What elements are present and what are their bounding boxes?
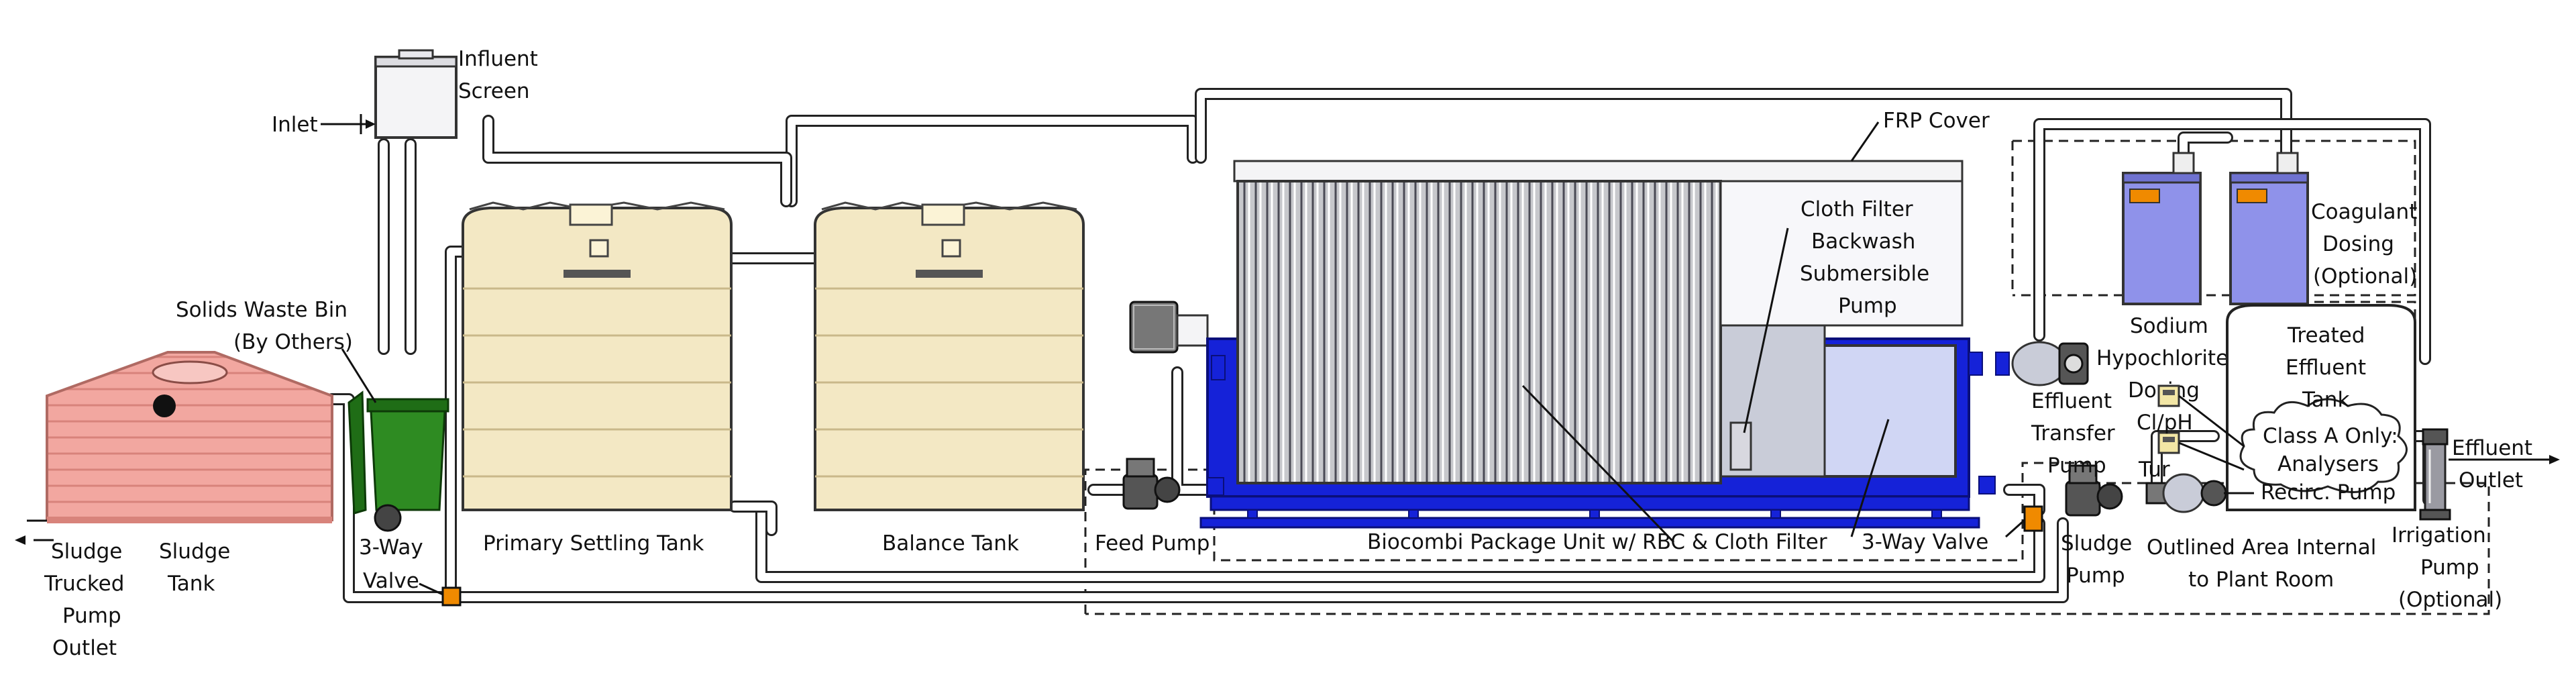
- cloth-filter-pump-label: Submersible: [1800, 262, 1929, 286]
- valve-icon[interactable]: [2023, 505, 2043, 532]
- outlet-arrow-icon: [15, 519, 54, 545]
- sludge-trucked-label: Trucked: [44, 572, 124, 596]
- treated-effluent-label: Effluent: [2286, 356, 2366, 380]
- coagulant-dosing-label: Dosing: [2322, 232, 2394, 256]
- irrigation-pump-icon[interactable]: [2419, 428, 2451, 521]
- treated-effluent-tank[interactable]: [2226, 304, 2416, 511]
- coagulant-dosing-label: (Optional): [2313, 264, 2417, 289]
- irrigation-pump-label: (Optional): [2398, 588, 2502, 612]
- sludge-trucked-label: Sludge: [51, 539, 122, 564]
- treated-effluent-label: Treated: [2287, 323, 2365, 348]
- sludge-pump-icon[interactable]: [2065, 464, 2123, 517]
- cloth-filter-pump-label: Backwash: [1811, 229, 1915, 254]
- coagulant-dosing-tank[interactable]: [2229, 152, 2309, 305]
- solids-bin-label: Solids Waste Bin: [176, 298, 347, 322]
- coagulant-dosing-label: Coagulant: [2311, 200, 2417, 224]
- balance-tank[interactable]: [814, 201, 1085, 511]
- class-a-label: Recirc. Pump: [2261, 480, 2396, 505]
- sludge-tank-label: Tank: [167, 572, 215, 596]
- outlined-area-label: Outlined Area Internal: [2147, 535, 2376, 560]
- influent-screen-label: Screen: [458, 79, 530, 103]
- primary-settling-tank[interactable]: [462, 201, 733, 511]
- tur-label: Tur: [2138, 458, 2170, 482]
- effluent-outlet-label: Effluent: [2452, 436, 2532, 460]
- effluent-transfer-pump-label: Pump: [2047, 454, 2106, 478]
- effluent-transfer-pump-icon[interactable]: [1995, 341, 2089, 386]
- three-way-valve-right-label: 3-Way Valve: [1862, 530, 1988, 554]
- effluent-transfer-pump-label: Transfer: [2031, 421, 2115, 446]
- outlined-area-label: to Plant Room: [2188, 568, 2334, 592]
- outlet-arrow-icon: [2449, 455, 2560, 464]
- cloth-filter-pump-label: Pump: [1838, 294, 1897, 318]
- sludge-pump-label: Pump: [2066, 564, 2125, 588]
- sodium-hypochlorite-dosing-tank[interactable]: [2122, 152, 2202, 305]
- fan-blower-icon: [1129, 301, 1209, 354]
- analyser-icon[interactable]: [2157, 384, 2245, 471]
- effluent-outlet-label: Outlet: [2459, 468, 2523, 492]
- frp-cover-label: FRP Cover: [1883, 109, 1990, 133]
- sludge-pump-label: Sludge: [2061, 531, 2132, 556]
- biocombi-unit-label: Biocombi Package Unit w/ RBC & Cloth Fil…: [1367, 530, 1827, 554]
- cloth-filter-pump-label: Cloth Filter: [1801, 197, 1913, 221]
- three-way-valve-left-label: 3-Way: [359, 535, 423, 560]
- sludge-trucked-label: Pump: [62, 604, 121, 628]
- inlet-label: Inlet: [272, 113, 318, 137]
- irrigation-pump-label: Irrigation: [2392, 523, 2486, 547]
- class-a-label: Analysers: [2277, 452, 2379, 476]
- inlet-arrow-icon: [321, 114, 376, 134]
- biocombi-package-unit[interactable]: [1129, 160, 1996, 529]
- solids-waste-bin[interactable]: [347, 390, 449, 532]
- sludge-tank[interactable]: [46, 351, 333, 523]
- cl-ph-label: Cl/pH: [2137, 411, 2193, 435]
- effluent-transfer-pump-label: Effluent: [2031, 389, 2112, 413]
- influent-screen-label: Influent: [458, 47, 538, 71]
- irrigation-pump-label: Pump: [2420, 556, 2479, 580]
- sodium-hypochlorite-label: Sodium: [2130, 314, 2208, 338]
- solids-bin-label: (By Others): [233, 330, 353, 354]
- feed-pump-icon[interactable]: [1122, 458, 1181, 510]
- influent-screen[interactable]: [374, 49, 458, 139]
- sludge-tank-label: Sludge: [159, 539, 230, 564]
- pipework: [326, 88, 2434, 603]
- sodium-hypochlorite-label: Hypochlorite: [2096, 346, 2229, 370]
- balance-tank-label: Balance Tank: [882, 531, 1019, 556]
- three-way-valve-left-label: Valve: [363, 569, 419, 593]
- recirc-pump-icon[interactable]: [2145, 473, 2254, 513]
- treated-effluent-label: Tank: [2302, 388, 2349, 412]
- class-a-label: Class A Only:: [2263, 424, 2398, 448]
- sludge-trucked-label: Outlet: [52, 636, 117, 660]
- valve-icon[interactable]: [441, 586, 462, 607]
- feed-pump-label: Feed Pump: [1095, 531, 1210, 556]
- primary-settling-tank-label: Primary Settling Tank: [483, 531, 704, 556]
